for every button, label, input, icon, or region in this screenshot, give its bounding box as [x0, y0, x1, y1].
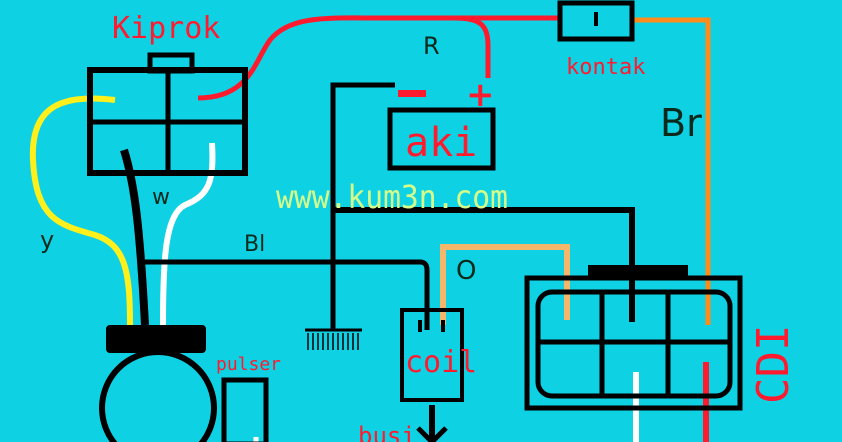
bl-wire-label: Bl [244, 232, 265, 257]
aki-plus-label: + [466, 75, 495, 115]
busi-label: busi [358, 422, 416, 442]
ignition-coil [400, 308, 464, 402]
pulser [221, 377, 269, 442]
o-wire-label: O [456, 256, 476, 286]
ground-wire [330, 82, 395, 330]
black-wire-kiprok [120, 148, 149, 326]
black-wire-bl [145, 259, 430, 330]
kontak-label: kontak [566, 55, 645, 80]
w-wire-label: w [152, 185, 170, 210]
black-wire-cdi-ground [333, 207, 635, 322]
orange-wire-br [632, 17, 711, 325]
red-wire-kiprok-kontak [197, 15, 560, 101]
kiprok-regulator [87, 52, 248, 176]
cdi-unit [524, 265, 743, 411]
busi-arrow-icon [416, 405, 448, 442]
watermark-text: www.kum3n.com [276, 178, 508, 216]
aki-battery [387, 90, 496, 171]
yellow-wire-y [29, 95, 133, 326]
aki-minus-icon [398, 90, 426, 97]
cdi-label: CDI [748, 325, 799, 404]
r-wire-label: R [423, 32, 440, 60]
ground-icon [305, 328, 362, 350]
red-wire-aki-plus [454, 15, 491, 78]
kiprok-label: Kiprok [112, 11, 220, 46]
kontak-switch [557, 0, 635, 42]
br-wire-label: Br [660, 101, 702, 145]
aki-label: aki [405, 120, 477, 166]
orange-wire-o [440, 244, 570, 325]
y-wire-label: y [40, 226, 54, 254]
magneto-stator [99, 325, 217, 442]
pulser-label: pulser [216, 354, 281, 375]
coil-label: coil [405, 345, 477, 380]
